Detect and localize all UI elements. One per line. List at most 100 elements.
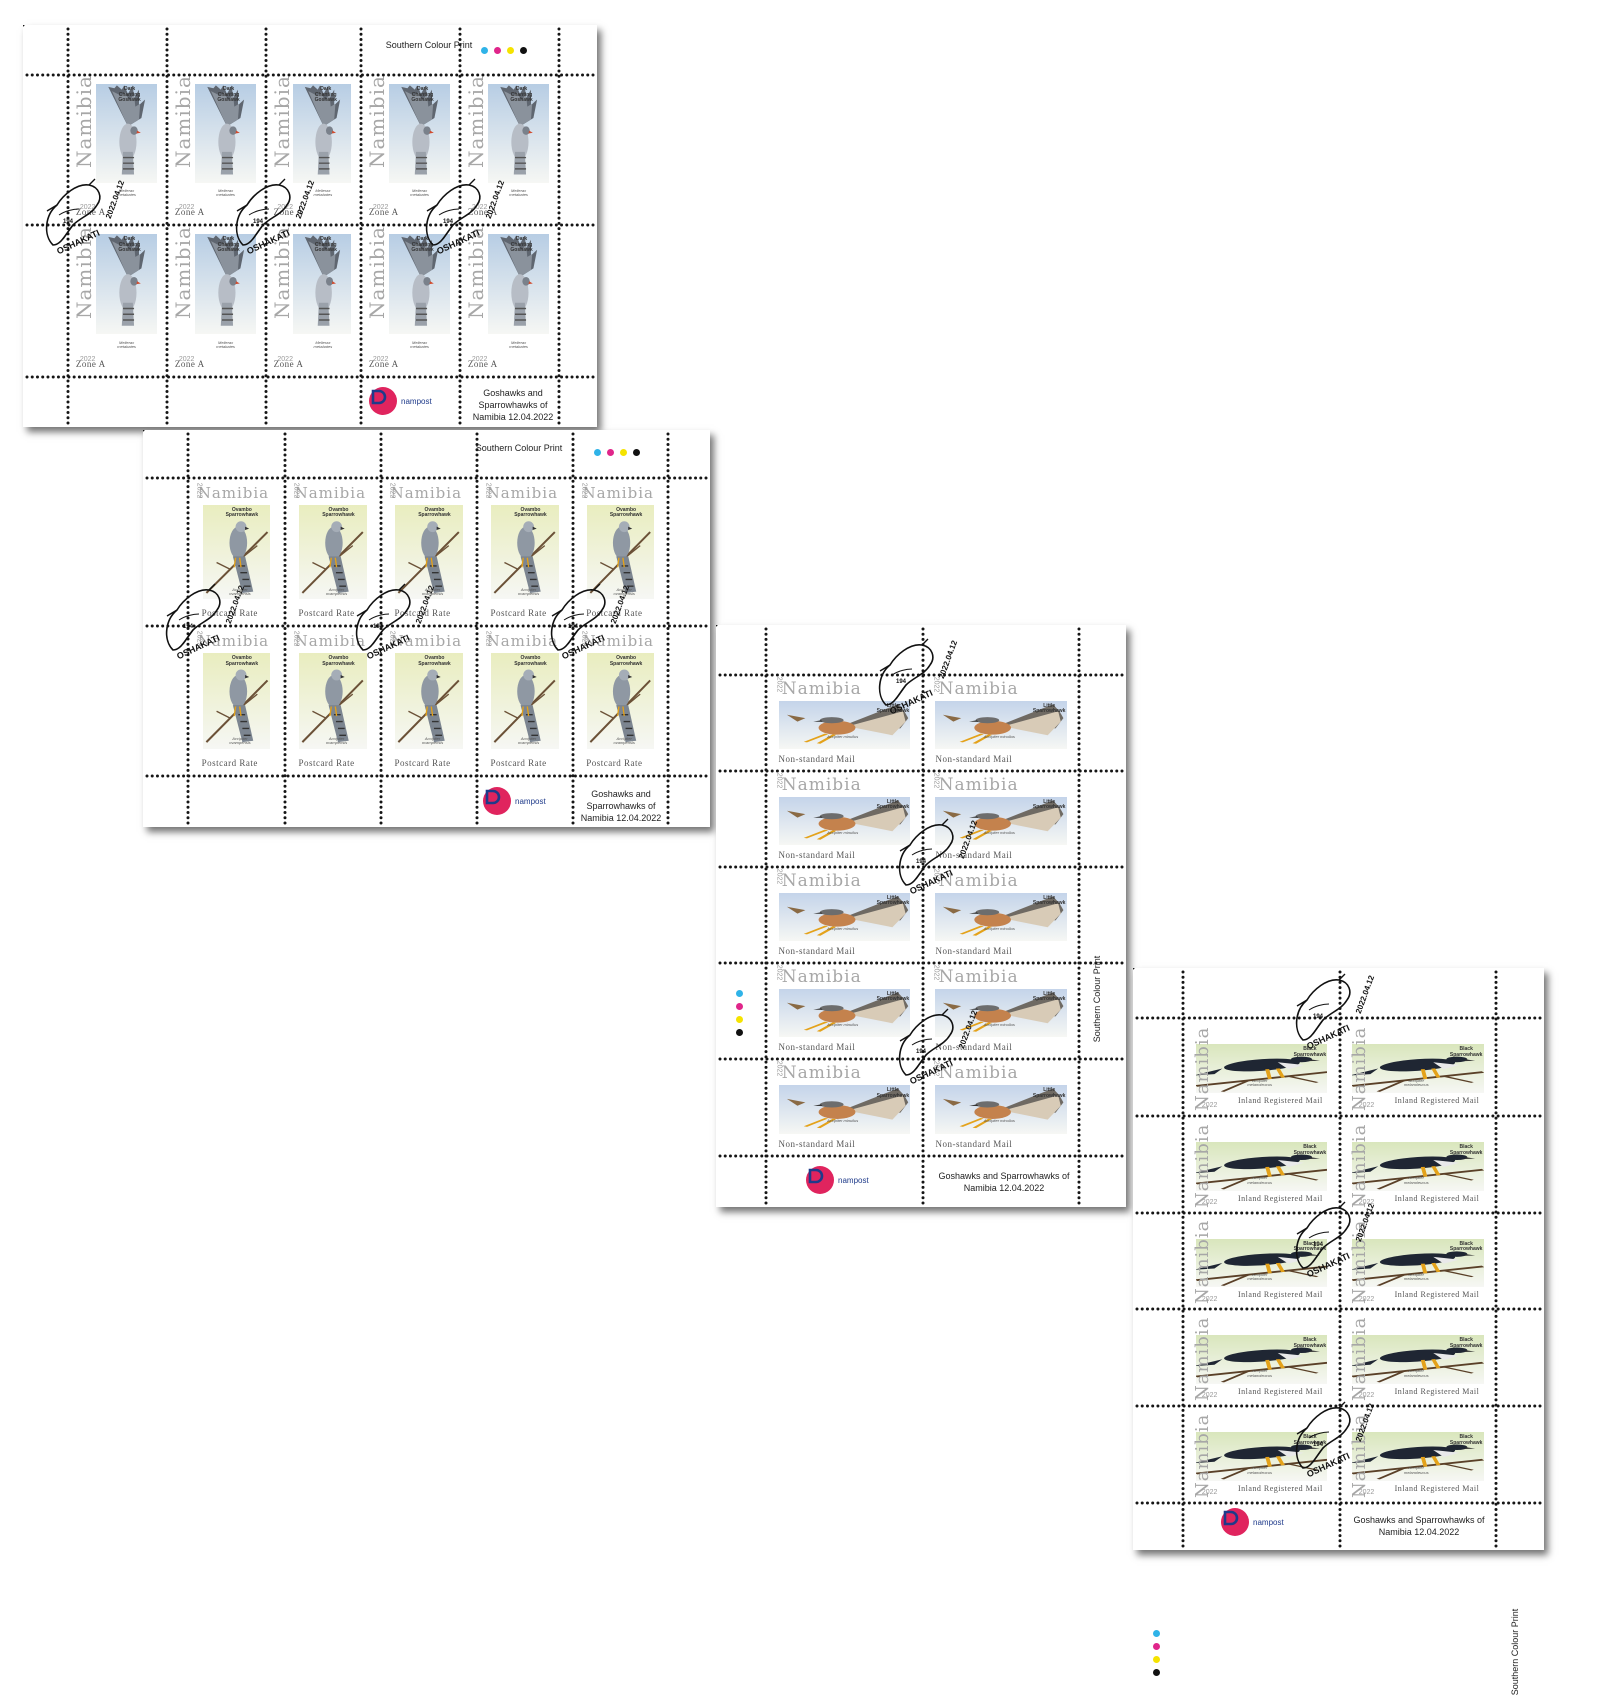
scientific-name: Accipiter minullus: [827, 829, 859, 835]
yellow-dot: [620, 449, 627, 456]
postal-rate-label: Postcard Rate: [201, 608, 258, 619]
nampost-wordmark: nampost: [515, 796, 546, 806]
ovambo-bird-illustration: [205, 669, 268, 743]
black-bird-illustration: [1195, 1057, 1328, 1093]
country-name: Namibia: [294, 632, 367, 650]
common-name: Little Sparrowhawk: [876, 798, 910, 811]
scientific-name: Melierax metabates: [313, 188, 333, 198]
country-name: Namibia: [463, 75, 488, 168]
issue-title: Goshawks and Sparrowhawks of Namibia 12.…: [938, 1171, 1070, 1194]
postal-rate-label: Postcard Rate: [490, 608, 547, 619]
scientific-name: Accipiter minullus: [983, 925, 1015, 931]
postal-rate-label: Zone A: [273, 358, 304, 369]
country-name: Namibia: [781, 966, 862, 987]
goshawk-bird-illustration: [107, 85, 145, 175]
postmark-bird-outline: [45, 178, 101, 246]
scientific-name: Accipiter ovampensis: [517, 586, 540, 596]
stamp-artwork: [487, 234, 550, 335]
common-name: Little Sparrowhawk: [1032, 702, 1066, 715]
stamp-artwork: [778, 700, 911, 749]
scientific-name: Accipiter minullus: [827, 1021, 859, 1027]
black-bird-illustration: [1195, 1154, 1328, 1190]
stamp-artwork: [487, 84, 550, 183]
year-label: 2022: [1201, 1199, 1218, 1207]
stamp-artwork: [1195, 1044, 1328, 1094]
common-name: Little Sparrowhawk: [1032, 798, 1066, 811]
postal-rate-label: Zone A: [368, 358, 399, 369]
postal-rate-label: Zone A: [75, 358, 106, 369]
postmark-code: 194: [1313, 1242, 1324, 1248]
year-label: 2022: [484, 482, 492, 499]
common-name: Little Sparrowhawk: [1032, 894, 1066, 907]
magenta-dot: [1153, 1643, 1160, 1650]
stamp-artwork: [1352, 1335, 1484, 1384]
country-name: Namibia: [364, 226, 389, 320]
stamp-artwork: [395, 653, 463, 749]
stamp-artwork: [202, 504, 271, 600]
year-label: 2022: [372, 204, 389, 211]
stamp-artwork: [1352, 1142, 1484, 1191]
nampost-wordmark: nampost: [1253, 1517, 1284, 1527]
postal-rate-label: Zone A: [467, 358, 498, 369]
postal-rate-label: Zone A: [174, 358, 205, 369]
printer-label: Southern Colour Print: [1510, 1608, 1520, 1696]
black-dot: [1153, 1669, 1160, 1676]
country-name: Namibia: [1192, 1316, 1214, 1402]
stamp-artwork: [202, 653, 271, 749]
nampost-logo: nampost: [369, 387, 432, 415]
postmark-code: 194: [916, 1049, 927, 1055]
scientific-name: Accipiter ovampensis: [325, 586, 348, 596]
postal-rate-label: Non-standard Mail: [778, 1041, 856, 1052]
little-bird-illustration: [943, 992, 1064, 1032]
postal-rate-label: Inland Registered Mail: [1394, 1386, 1480, 1396]
stamp-artwork: [935, 796, 1067, 845]
postmark-code: 194: [63, 219, 74, 225]
scientific-name: Melierax metabates: [313, 339, 333, 349]
scientific-name: Accipiter ovampensis: [325, 736, 348, 746]
goshawk-bird-illustration: [304, 235, 340, 326]
year-label: 2022: [277, 355, 293, 363]
magenta-dot: [607, 449, 614, 456]
year-label: 2022: [774, 1060, 782, 1077]
scientific-name: Accipiter ovampensis: [229, 586, 251, 596]
nampost-mark-icon: [806, 1166, 834, 1194]
stamp-artwork: [292, 84, 352, 183]
year-label: 2022: [484, 630, 492, 647]
cyan-dot: [594, 449, 601, 456]
country-name: Namibia: [197, 632, 270, 650]
year-label: 2022: [1358, 1199, 1375, 1207]
postal-rate-label: Non-standard Mail: [778, 1138, 856, 1149]
common-name: Black Sparrowhawk: [1293, 1046, 1327, 1058]
common-name: Dark Chanting Goshawk: [217, 236, 240, 254]
common-name: Black Sparrowhawk: [1293, 1144, 1327, 1156]
scientific-name: Accipiter melanoleucus: [1247, 1465, 1272, 1475]
goshawk-bird-illustration: [206, 85, 244, 175]
color-registration-dots: [1153, 1630, 1160, 1676]
nampost-mark-icon: [483, 787, 511, 815]
postmark-code: 194: [568, 624, 579, 630]
issue-title: Goshawks and Sparrowhawks of Namibia 12.…: [580, 789, 662, 824]
scientific-name: Accipiter melanoleucus: [1247, 1271, 1272, 1281]
year-label: 2022: [292, 482, 300, 499]
year-label: 2022: [1358, 1392, 1375, 1400]
scientific-name: Melierax metabates: [117, 339, 136, 349]
postal-rate-label: Postcard Rate: [298, 758, 355, 768]
year-label: 2022: [931, 964, 939, 981]
postal-rate-label: Postcard Rate: [394, 758, 451, 768]
common-name: Dark Chanting Goshawk: [411, 236, 434, 254]
scientific-name: Accipiter melanoleucus: [1403, 1077, 1429, 1088]
little-bird-illustration: [943, 704, 1064, 744]
perforations: [143, 430, 708, 825]
stamp-artwork: [935, 988, 1067, 1037]
stamp-artwork: [1195, 1432, 1328, 1481]
postmark-code: 194: [253, 219, 264, 225]
scientific-name: Melierax metabates: [410, 188, 429, 198]
